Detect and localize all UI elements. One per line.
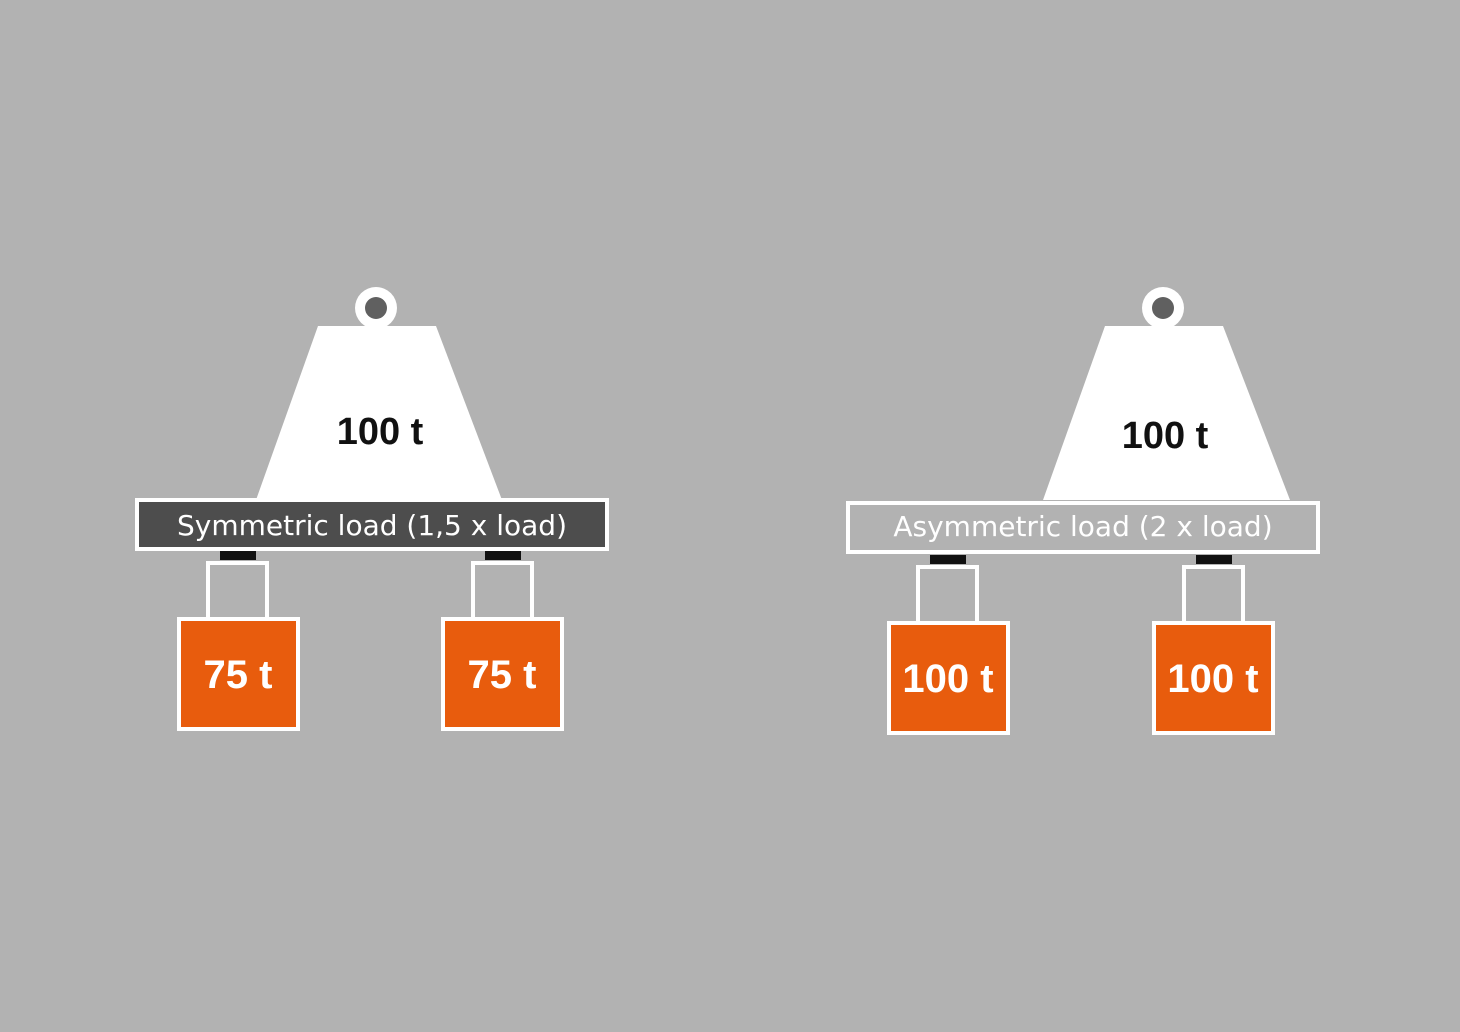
pad (1196, 555, 1232, 564)
block-label: 100 t (902, 657, 993, 701)
asymmetric-load-diagram: 100 t Asymmetric load (2 x load) 100 t 1… (846, 287, 1320, 735)
pad (930, 555, 966, 564)
pad (220, 551, 256, 560)
block-label: 75 t (468, 653, 537, 697)
beam: Asymmetric load (2 x load) (846, 501, 1320, 554)
cylinder-piston (1182, 565, 1245, 625)
weight-body (256, 326, 502, 500)
beam: Symmetric load (1,5 x load) (135, 498, 609, 551)
weight: 100 t (1043, 287, 1290, 500)
weight-body (1043, 326, 1290, 500)
support-left: 75 t (177, 551, 300, 731)
cylinder-piston (471, 561, 534, 621)
block-label: 75 t (204, 653, 273, 697)
cylinder-block (1152, 621, 1275, 735)
cylinder-block (887, 621, 1010, 735)
cylinder-block (441, 617, 564, 731)
cylinder-block (177, 617, 300, 731)
hook-hole (1152, 297, 1174, 319)
support-left: 100 t (887, 555, 1010, 735)
support-right: 75 t (441, 551, 564, 731)
beam-label: Symmetric load (1,5 x load) (177, 509, 567, 542)
beam-bar (846, 501, 1320, 554)
beam-bar (135, 498, 609, 551)
cylinder-piston (206, 561, 269, 621)
symmetric-load-diagram: 100 t Symmetric load (1,5 x load) 75 t 7… (135, 287, 609, 731)
hook-hole (365, 297, 387, 319)
weight-label: 100 t (337, 411, 424, 453)
weight: 100 t (256, 287, 502, 500)
weight-label: 100 t (1122, 415, 1209, 457)
block-label: 100 t (1167, 657, 1258, 701)
cylinder-piston (916, 565, 979, 625)
beam-label: Asymmetric load (2 x load) (893, 510, 1272, 543)
pad (485, 551, 521, 560)
support-right: 100 t (1152, 555, 1275, 735)
